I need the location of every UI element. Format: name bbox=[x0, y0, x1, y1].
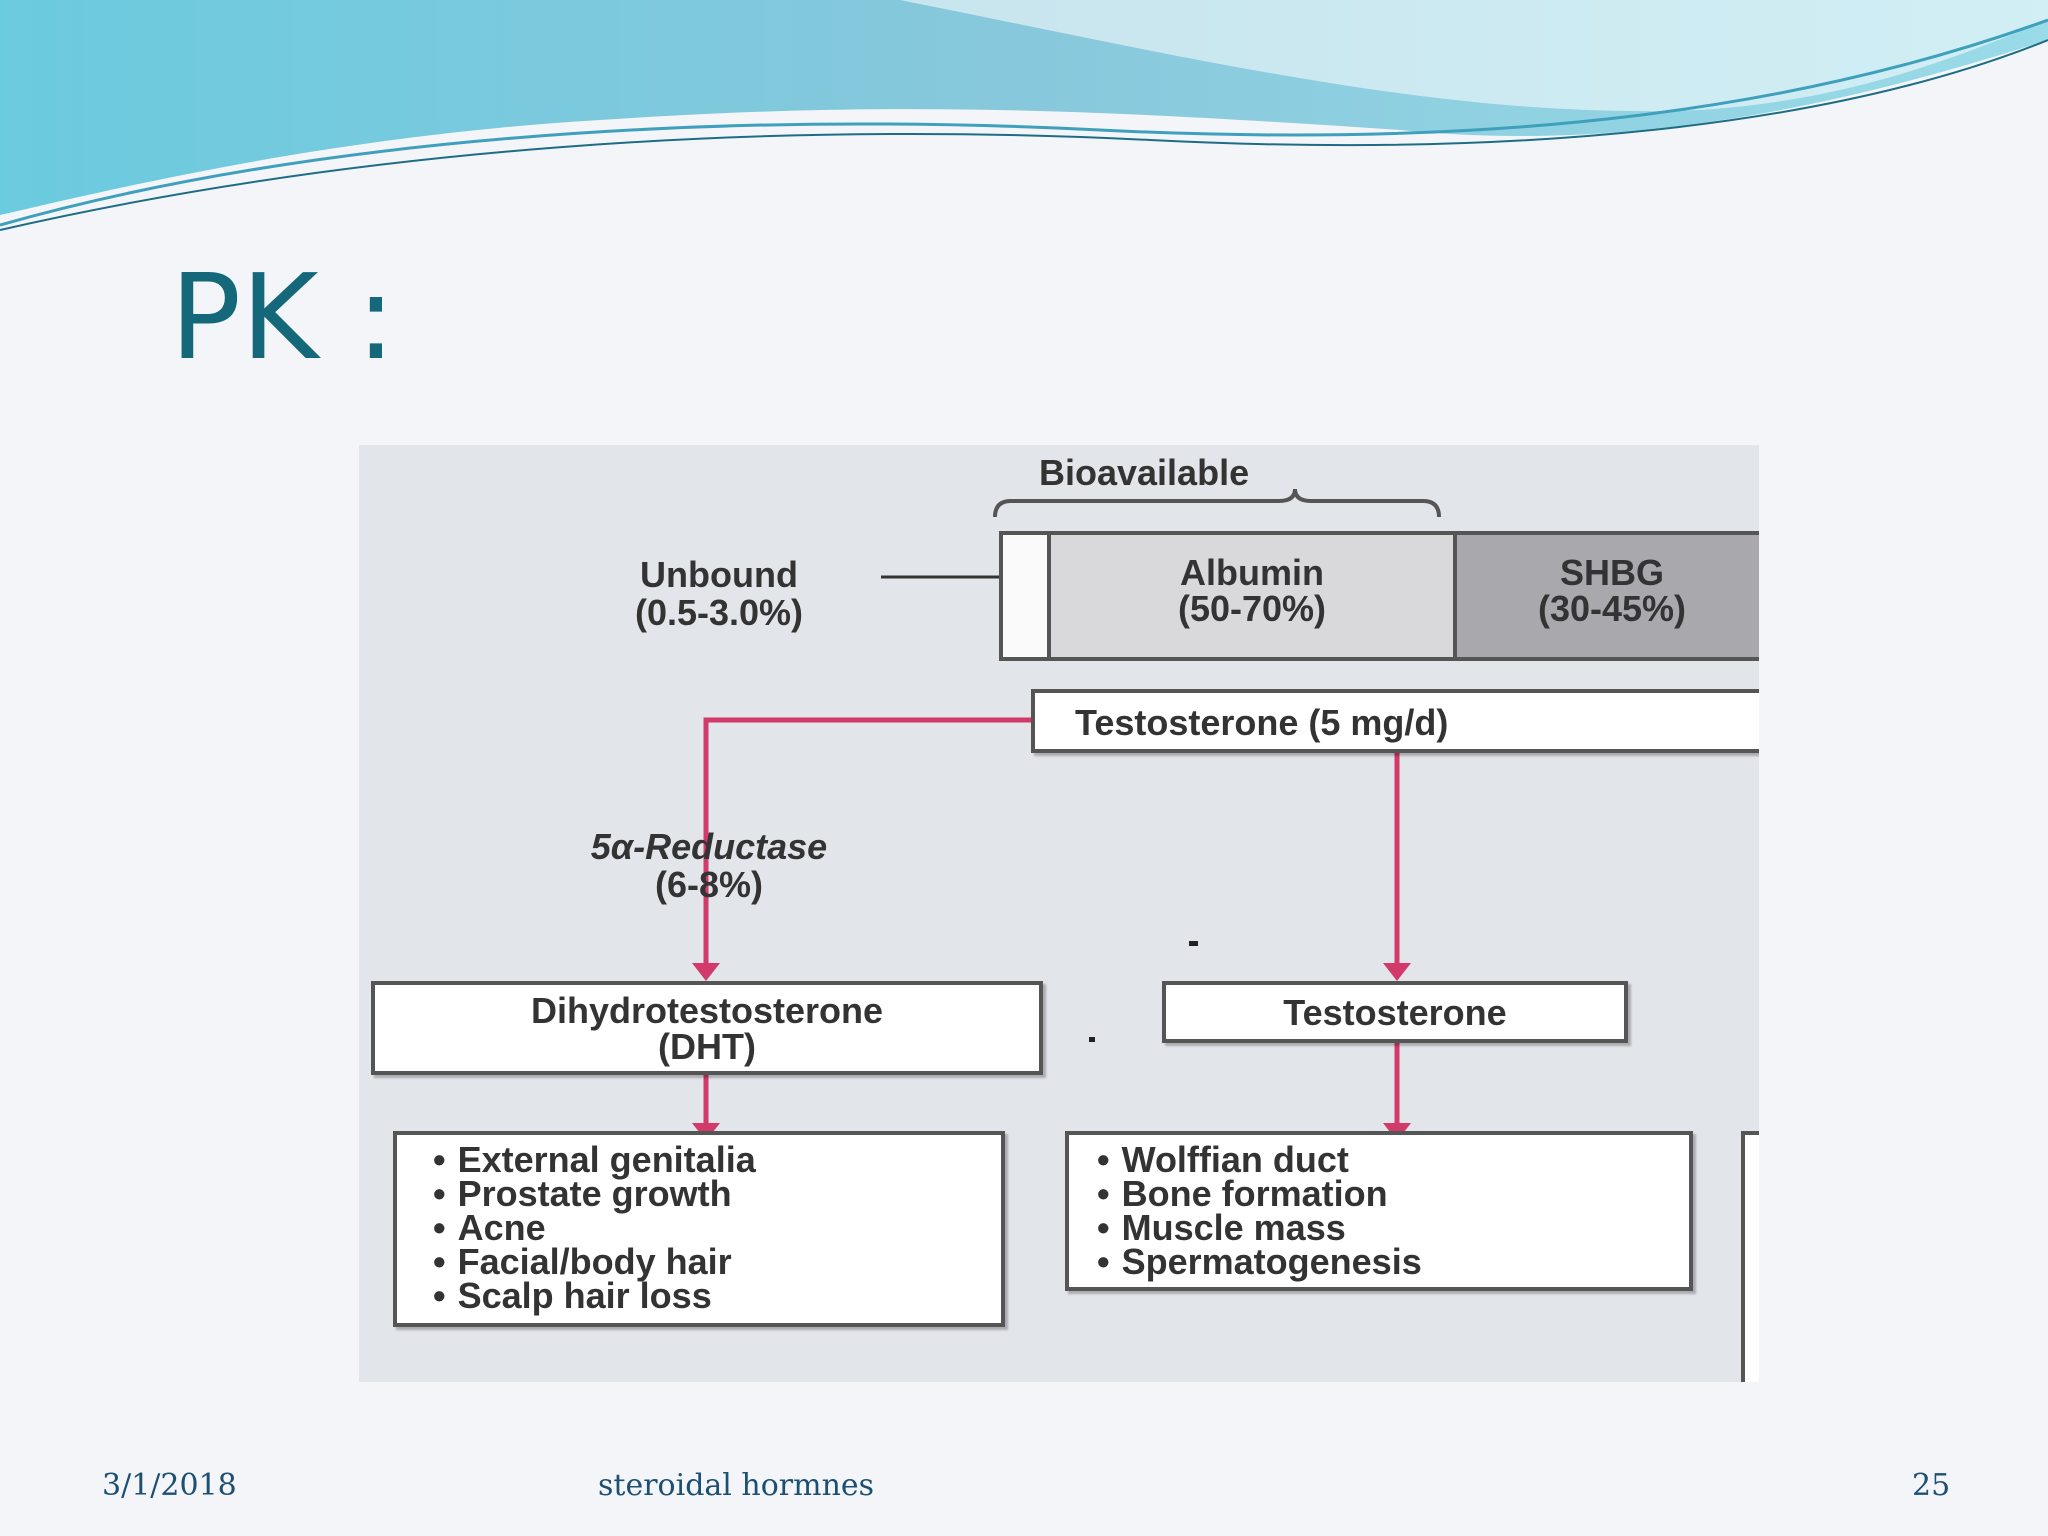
albumin-name: Albumin bbox=[1180, 552, 1324, 593]
testosterone-label: Testosterone bbox=[1283, 992, 1507, 1033]
dht-name: Dihydrotestosterone bbox=[530, 990, 884, 1031]
arrow-to-testosterone bbox=[1383, 963, 1411, 981]
dht-effects-list: External genitalia Prostate growth Acne … bbox=[433, 1142, 756, 1314]
unbound-label: Unbound (0.5-3.0%) bbox=[564, 557, 874, 631]
unbound-percent: (0.5-3.0%) bbox=[634, 592, 804, 633]
testosterone-source-box: Testosterone (5 mg/d) bbox=[1031, 689, 1759, 753]
testosterone-pathway-figure: Bioavailable Unbound (0.5-3.0%) Albumin … bbox=[359, 445, 1759, 1382]
header-wave-decoration bbox=[0, 0, 2048, 231]
unbound-name: Unbound bbox=[640, 554, 798, 595]
dht-pathway-line bbox=[703, 717, 1035, 965]
list-item: Acne bbox=[433, 1210, 756, 1246]
albumin-segment: Albumin (50-70%) bbox=[1047, 531, 1457, 661]
unbound-segment bbox=[999, 531, 1051, 661]
footer-subject: steroidal hormnes bbox=[598, 1468, 875, 1503]
dht-effects-box: External genitalia Prostate growth Acne … bbox=[393, 1131, 1005, 1327]
list-item: Scalp hair loss bbox=[433, 1278, 756, 1314]
list-item: Prostate growth bbox=[433, 1176, 756, 1212]
footer-date: 3/1/2018 bbox=[102, 1468, 237, 1503]
enzyme-label: 5α-Reductase (6-8%) bbox=[479, 829, 939, 903]
shbg-segment: SHBG (30-45%) bbox=[1453, 531, 1759, 661]
bioavailable-label: Bioavailable bbox=[1039, 452, 1250, 493]
pathway-connectors bbox=[692, 488, 1441, 1141]
stray-mark bbox=[1189, 941, 1198, 946]
testosterone-effects-box: Wolffian duct Bone formation Muscle mass… bbox=[1065, 1131, 1693, 1291]
list-item: Spermatogenesis bbox=[1097, 1244, 1422, 1280]
footer-page-number: 25 bbox=[1912, 1468, 1951, 1503]
slide-title: PK : bbox=[170, 248, 396, 386]
shbg-name: SHBG bbox=[1559, 552, 1664, 593]
dht-box: Dihydrotestosterone (DHT) bbox=[371, 981, 1043, 1075]
testosterone-source-label: Testosterone (5 mg/d) bbox=[1075, 702, 1449, 743]
cropped-effects-box bbox=[1741, 1131, 1759, 1382]
list-item: External genitalia bbox=[433, 1142, 756, 1178]
enzyme-percent: (6-8%) bbox=[654, 864, 764, 905]
list-item: Facial/body hair bbox=[433, 1244, 756, 1280]
list-item: Bone formation bbox=[1097, 1176, 1422, 1212]
testosterone-box: Testosterone bbox=[1162, 981, 1628, 1043]
stray-mark bbox=[1089, 1037, 1095, 1042]
arrow-to-dht bbox=[692, 963, 720, 981]
dht-abbrev: (DHT) bbox=[658, 1026, 756, 1067]
list-item: Wolffian duct bbox=[1097, 1142, 1422, 1178]
shbg-percent: (30-45%) bbox=[1537, 588, 1687, 629]
enzyme-name: 5α-Reductase bbox=[590, 826, 828, 867]
albumin-percent: (50-70%) bbox=[1177, 588, 1327, 629]
testosterone-effects-list: Wolffian duct Bone formation Muscle mass… bbox=[1097, 1142, 1422, 1280]
bioavailable-brace bbox=[993, 488, 1441, 518]
list-item: Muscle mass bbox=[1097, 1210, 1422, 1246]
